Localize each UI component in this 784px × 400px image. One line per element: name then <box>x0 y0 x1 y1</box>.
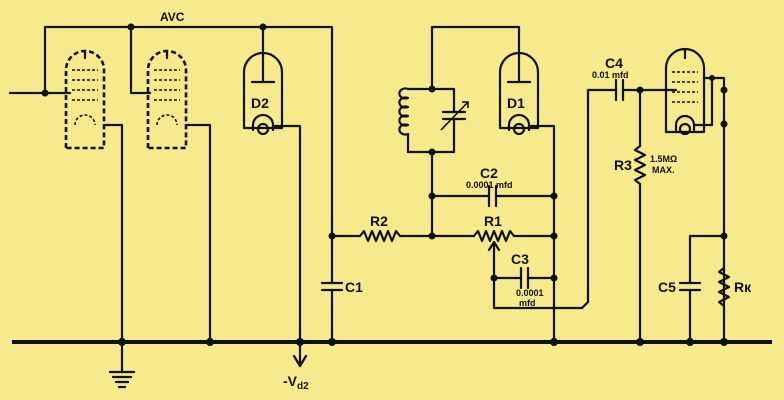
c5-top-lead <box>688 234 726 285</box>
r1-resistor <box>472 229 516 243</box>
r1-wiper-arrow <box>487 240 501 252</box>
d1-label: D1 <box>507 95 525 111</box>
c3-value-2: mfd <box>519 298 536 308</box>
d2-cathode-wire <box>271 124 302 364</box>
d2-label: D2 <box>251 95 269 111</box>
d1-cathode-wire <box>527 124 556 344</box>
c2-label: C2 <box>480 165 498 181</box>
junction <box>428 85 436 93</box>
tuned-circuit <box>398 25 521 238</box>
junction <box>550 338 558 346</box>
rk-label: Rк <box>734 279 752 295</box>
junction <box>428 192 436 200</box>
junction <box>720 86 728 94</box>
r2-label: R2 <box>370 213 388 229</box>
c3-value-1: 0.0001 <box>516 288 544 298</box>
tube-v2 <box>146 49 188 150</box>
junction <box>118 338 126 346</box>
tube-v1 <box>64 49 106 150</box>
c1-label: C1 <box>345 279 363 295</box>
junction <box>127 23 135 31</box>
junction <box>296 338 304 346</box>
vd2-arrow <box>292 354 308 368</box>
c2-value: 0.0001 mfd <box>466 180 513 190</box>
junction <box>428 148 436 156</box>
avc-line <box>43 25 334 238</box>
r2-resistor <box>358 229 402 243</box>
vd2-label: -Vd2 <box>283 373 309 392</box>
junction <box>206 338 214 346</box>
c5-label: C5 <box>658 279 676 295</box>
r3-resistor <box>633 144 647 186</box>
c3-label: C3 <box>511 251 529 267</box>
tube-d1: D1 <box>498 51 540 136</box>
c4-value: 0.01 mfd <box>592 70 629 80</box>
r1-label: R1 <box>484 213 502 229</box>
junction <box>720 120 728 128</box>
junction <box>328 338 336 346</box>
rk-resistor <box>717 266 731 308</box>
tube-d2: D2 <box>242 51 284 136</box>
junction <box>686 338 694 346</box>
r3-value-2: MAX. <box>652 165 675 175</box>
r3-label: R3 <box>614 157 632 173</box>
avc-label: AVC <box>160 10 185 24</box>
r3-value-1: 1.5MΩ <box>650 154 677 164</box>
c3-return-wire <box>492 88 590 310</box>
junction <box>259 23 267 31</box>
c4-label: C4 <box>605 55 623 71</box>
output-cathode-wire <box>692 76 714 127</box>
junction <box>636 338 644 346</box>
junction <box>709 75 715 81</box>
junction <box>41 89 49 97</box>
ground-symbol <box>108 340 136 389</box>
tube-output <box>664 47 706 136</box>
junction <box>720 338 728 346</box>
